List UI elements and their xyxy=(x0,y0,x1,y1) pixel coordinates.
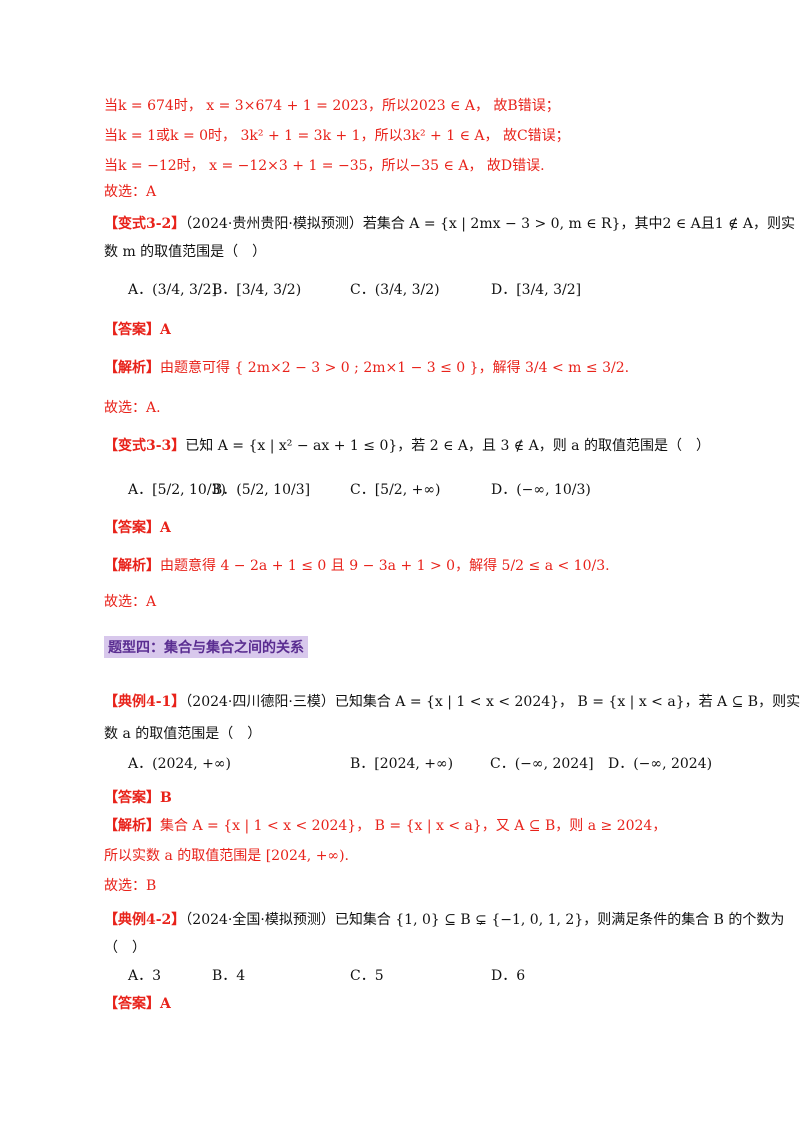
analysis-tag: 【解析】 xyxy=(104,360,160,376)
answer-4-2: 【答案】A xyxy=(104,996,171,1012)
option-c: C．5 xyxy=(350,968,384,984)
option-b: B．[3/4, 3/2) xyxy=(212,282,302,298)
option-c: C．[5/2, +∞) xyxy=(350,482,441,498)
section-title: 题型四：集合与集合之间的关系 xyxy=(104,636,308,658)
question-4-1-cont: 数 a 的取值范围是（ ） xyxy=(104,726,262,742)
analysis-text: 集合 A = {x | 1 < x < 2024}， B = {x | x < … xyxy=(160,818,667,834)
solution-line-1: 当k = 674时， x = 3×674 + 1 = 2023，所以2023 ∈… xyxy=(104,98,560,114)
question-4-2: 【典例4-2】（2024·全国·模拟预测）已知集合 {1, 0} ⊆ B ⊊ {… xyxy=(104,910,784,930)
question-tag: 【典例4-2】 xyxy=(104,912,186,928)
choose-3-3: 故选：A xyxy=(104,594,157,610)
choose-line-1: 故选：A xyxy=(104,184,157,200)
analysis-3-3: 【解析】由题意得 4 − 2a + 1 ≤ 0 且 9 − 3a + 1 > 0… xyxy=(104,556,610,576)
solution-line-2: 当k = 1或k = 0时， 3k² + 1 = 3k + 1，所以3k² + … xyxy=(104,128,570,144)
option-c: C．(−∞, 2024] xyxy=(490,756,594,772)
question-4-2-cont: （ ） xyxy=(104,940,146,956)
question-3-3: 【变式3-3】已知 A = {x | x² − ax + 1 ≤ 0}，若 2 … xyxy=(104,436,710,456)
option-b: B．(5/2, 10/3] xyxy=(212,482,311,498)
question-3-2-cont: 数 m 的取值范围是（ ） xyxy=(104,244,267,260)
question-4-1: 【典例4-1】（2024·四川德阳·三模）已知集合 A = {x | 1 < x… xyxy=(104,692,800,712)
choose-4-1: 故选：B xyxy=(104,878,157,894)
analysis-3-2: 【解析】由题意可得 { 2m×2 − 3 > 0 ; 2m×1 − 3 ≤ 0 … xyxy=(104,358,629,378)
analysis-4-1-cont: 所以实数 a 的取值范围是 [2024, +∞). xyxy=(104,848,349,864)
analysis-tag: 【解析】 xyxy=(104,558,160,574)
question-tag: 【典例4-1】 xyxy=(104,694,186,710)
answer-3-2: 【答案】A xyxy=(104,322,171,338)
analysis-text: 由题意得 4 − 2a + 1 ≤ 0 且 9 − 3a + 1 > 0，解得 … xyxy=(160,558,610,574)
option-a: A．3 xyxy=(128,968,162,984)
answer-3-3: 【答案】A xyxy=(104,520,171,536)
option-a: A．(3/4, 3/2] xyxy=(128,282,217,298)
analysis-4-1: 【解析】集合 A = {x | 1 < x < 2024}， B = {x | … xyxy=(104,816,666,836)
question-text: （2024·全国·模拟预测）已知集合 {1, 0} ⊆ B ⊊ {−1, 0, … xyxy=(185,912,785,928)
option-a: A．(2024, +∞) xyxy=(128,756,231,772)
option-b: B．4 xyxy=(212,968,246,984)
question-text: 已知 A = {x | x² − ax + 1 ≤ 0}，若 2 ∈ A，且 3… xyxy=(185,438,710,454)
option-d: D．6 xyxy=(491,968,526,984)
analysis-text: 由题意可得 { 2m×2 − 3 > 0 ; 2m×1 − 3 ≤ 0 }，解得… xyxy=(160,360,630,376)
answer-4-1: 【答案】B xyxy=(104,790,172,806)
option-d: D．[3/4, 3/2] xyxy=(491,282,582,298)
question-3-2: 【变式3-2】（2024·贵州贵阳·模拟预测）若集合 A = {x | 2mx … xyxy=(104,214,795,234)
question-text: （2024·四川德阳·三模）已知集合 A = {x | 1 < x < 2024… xyxy=(185,694,800,710)
question-text: （2024·贵州贵阳·模拟预测）若集合 A = {x | 2mx − 3 > 0… xyxy=(185,216,796,232)
option-d: D．(−∞, 10/3) xyxy=(491,482,591,498)
option-a: A．[5/2, 10/3) xyxy=(128,482,226,498)
option-d: D．(−∞, 2024) xyxy=(608,756,713,772)
question-tag: 【变式3-2】 xyxy=(104,216,186,232)
analysis-tag: 【解析】 xyxy=(104,818,160,834)
choose-3-2: 故选：A. xyxy=(104,400,161,416)
solution-line-3: 当k = −12时， x = −12×3 + 1 = −35，所以−35 ∈ A… xyxy=(104,158,545,174)
option-b: B．[2024, +∞) xyxy=(350,756,454,772)
question-tag: 【变式3-3】 xyxy=(104,438,186,454)
option-c: C．(3/4, 3/2) xyxy=(350,282,440,298)
